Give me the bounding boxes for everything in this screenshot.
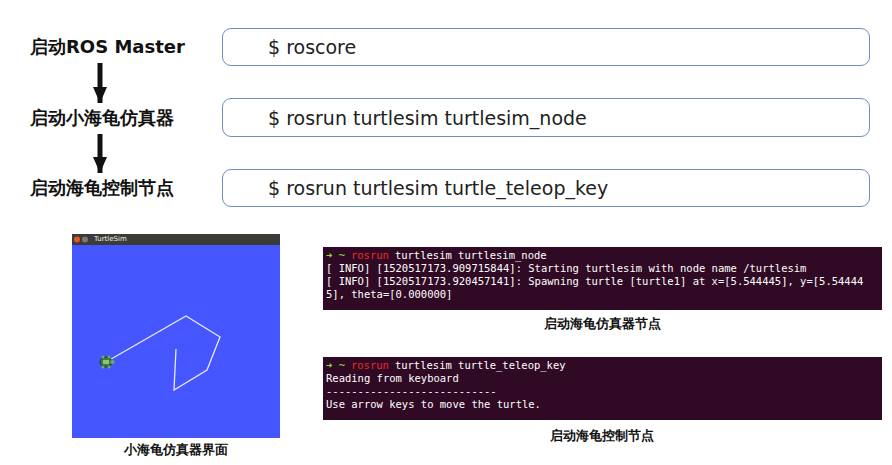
terminal-window: ➜ ~rosrunturtlesim turtlesim_node[ INFO]… [323, 247, 882, 310]
step-text: 启动小海龟仿真器 [30, 106, 174, 130]
turtlesim-window [72, 234, 280, 438]
flow-arrow [98, 63, 103, 103]
shell-prompt: rosrun [351, 359, 389, 371]
shell-prompt: turtlesim turtlesim_node [395, 249, 547, 261]
terminal-window: ➜ ~ rosrun turtlesim turtle_teleop_keyRead… [323, 357, 882, 420]
step-text: 启动ROS Master [30, 35, 185, 59]
command-text: $ rosrun turtlesim turtlesim_node [268, 107, 587, 129]
step-label: 启动海龟控制节点 [30, 176, 174, 200]
shell-prompt: rosrun [351, 249, 389, 261]
step-text: 启动海龟控制节点 [30, 176, 174, 200]
terminal-output: Reading from keyboard [326, 372, 879, 385]
command-text: $ rosrun turtlesim turtle_teleop_key [268, 177, 608, 199]
command-box: $ rosrun turtlesim turtle_teleop_key [222, 169, 870, 207]
command-box: $ roscore [222, 28, 870, 66]
caption: 小海龟仿真器界面 [124, 441, 228, 459]
simulator-window: TurtleSim [72, 234, 280, 438]
terminal-output: [ INFO] [1520517173.920457141]: Spawning… [326, 275, 879, 301]
turtle-trail [106, 316, 220, 390]
window-title: TurtleSim [94, 234, 280, 245]
minimize-button [82, 237, 88, 243]
caption: 启动海龟仿真器节点 [544, 315, 661, 333]
shell-prompt: ➜ ~ [326, 249, 345, 261]
step-label: 启动小海龟仿真器 [30, 106, 174, 130]
step-label: 启动ROS Master [30, 35, 185, 59]
flow-arrow [98, 134, 103, 173]
sim-ground [72, 234, 280, 438]
terminal-output: Use arrow keys to move the turtle. [326, 398, 879, 411]
terminal-output: --------------------------- [326, 385, 879, 398]
command-text: $ roscore [268, 36, 356, 58]
shell-prompt: turtlesim turtle_teleop_key [395, 359, 566, 371]
caption: 启动海龟控制节点 [550, 427, 654, 445]
command-box: $ rosrun turtlesim turtlesim_node [222, 98, 870, 137]
terminal-output: [ INFO] [1520517173.909715844]: Starting… [326, 262, 879, 275]
turtle-icon [100, 356, 115, 369]
shell-prompt: ➜ ~ [326, 359, 345, 371]
title-bar [72, 234, 280, 245]
close-button [74, 237, 80, 243]
